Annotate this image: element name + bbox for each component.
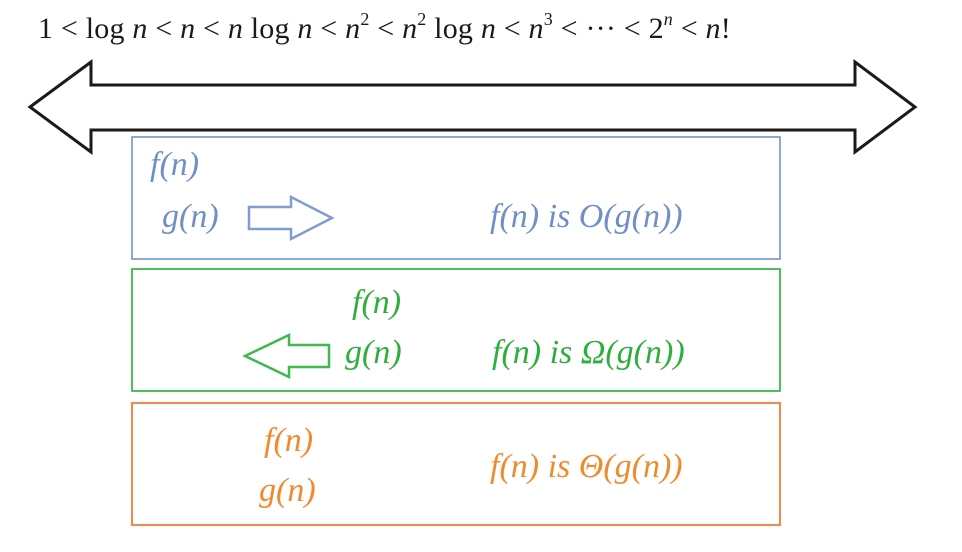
term-n: n bbox=[180, 12, 196, 45]
less-than: < bbox=[203, 12, 221, 45]
exp-2: 2 bbox=[417, 9, 427, 29]
less-than: < bbox=[503, 12, 521, 45]
less-than: < bbox=[155, 12, 173, 45]
ellipsis: ··· bbox=[585, 12, 617, 45]
term-n3: n bbox=[528, 12, 544, 45]
big-theta-statement: f(n) is Θ(g(n)) bbox=[490, 448, 683, 485]
less-than: < bbox=[377, 12, 395, 45]
term-nfact: n bbox=[705, 12, 721, 45]
arrow-left-icon bbox=[242, 333, 331, 379]
big-o-g-label: g(n) bbox=[162, 198, 219, 235]
term-2n: 2 bbox=[648, 12, 664, 45]
log: log bbox=[434, 12, 474, 45]
big-omega-g-label: g(n) bbox=[345, 334, 402, 371]
term-n2: n bbox=[345, 12, 361, 45]
var-n: n bbox=[132, 12, 148, 45]
less-than: < bbox=[320, 12, 338, 45]
big-omega-statement: f(n) is Ω(g(n)) bbox=[492, 334, 685, 371]
less-than: < bbox=[623, 12, 641, 45]
big-theta-box bbox=[131, 402, 781, 526]
exp-3: 3 bbox=[543, 9, 553, 29]
term-1: 1 bbox=[38, 12, 54, 45]
big-theta-g-label: g(n) bbox=[259, 472, 316, 509]
factorial: ! bbox=[720, 12, 731, 45]
big-omega-f-label: f(n) bbox=[352, 284, 402, 321]
arrow-right-icon bbox=[247, 194, 335, 242]
big-o-statement: f(n) is O(g(n)) bbox=[490, 198, 683, 235]
big-o-f-label: f(n) bbox=[150, 146, 200, 183]
var-n: n bbox=[297, 12, 313, 45]
double-arrow-icon bbox=[27, 59, 918, 155]
big-o-box bbox=[131, 136, 781, 260]
less-than: < bbox=[560, 12, 578, 45]
exp-2: 2 bbox=[360, 9, 370, 29]
exp-n: n bbox=[663, 9, 673, 29]
term-n2logn: n bbox=[402, 12, 418, 45]
less-than: < bbox=[60, 12, 79, 45]
term-nlogn: log bbox=[250, 12, 290, 45]
less-than: < bbox=[680, 12, 698, 45]
big-theta-f-label: f(n) bbox=[264, 422, 314, 459]
var-n: n bbox=[480, 12, 497, 45]
growth-order-formula: 1 < log n < n < n log n < n2 < n2 log n … bbox=[38, 9, 938, 46]
big-omega-box bbox=[131, 268, 781, 392]
term-log: log bbox=[85, 12, 125, 45]
var-n: n bbox=[227, 12, 244, 45]
